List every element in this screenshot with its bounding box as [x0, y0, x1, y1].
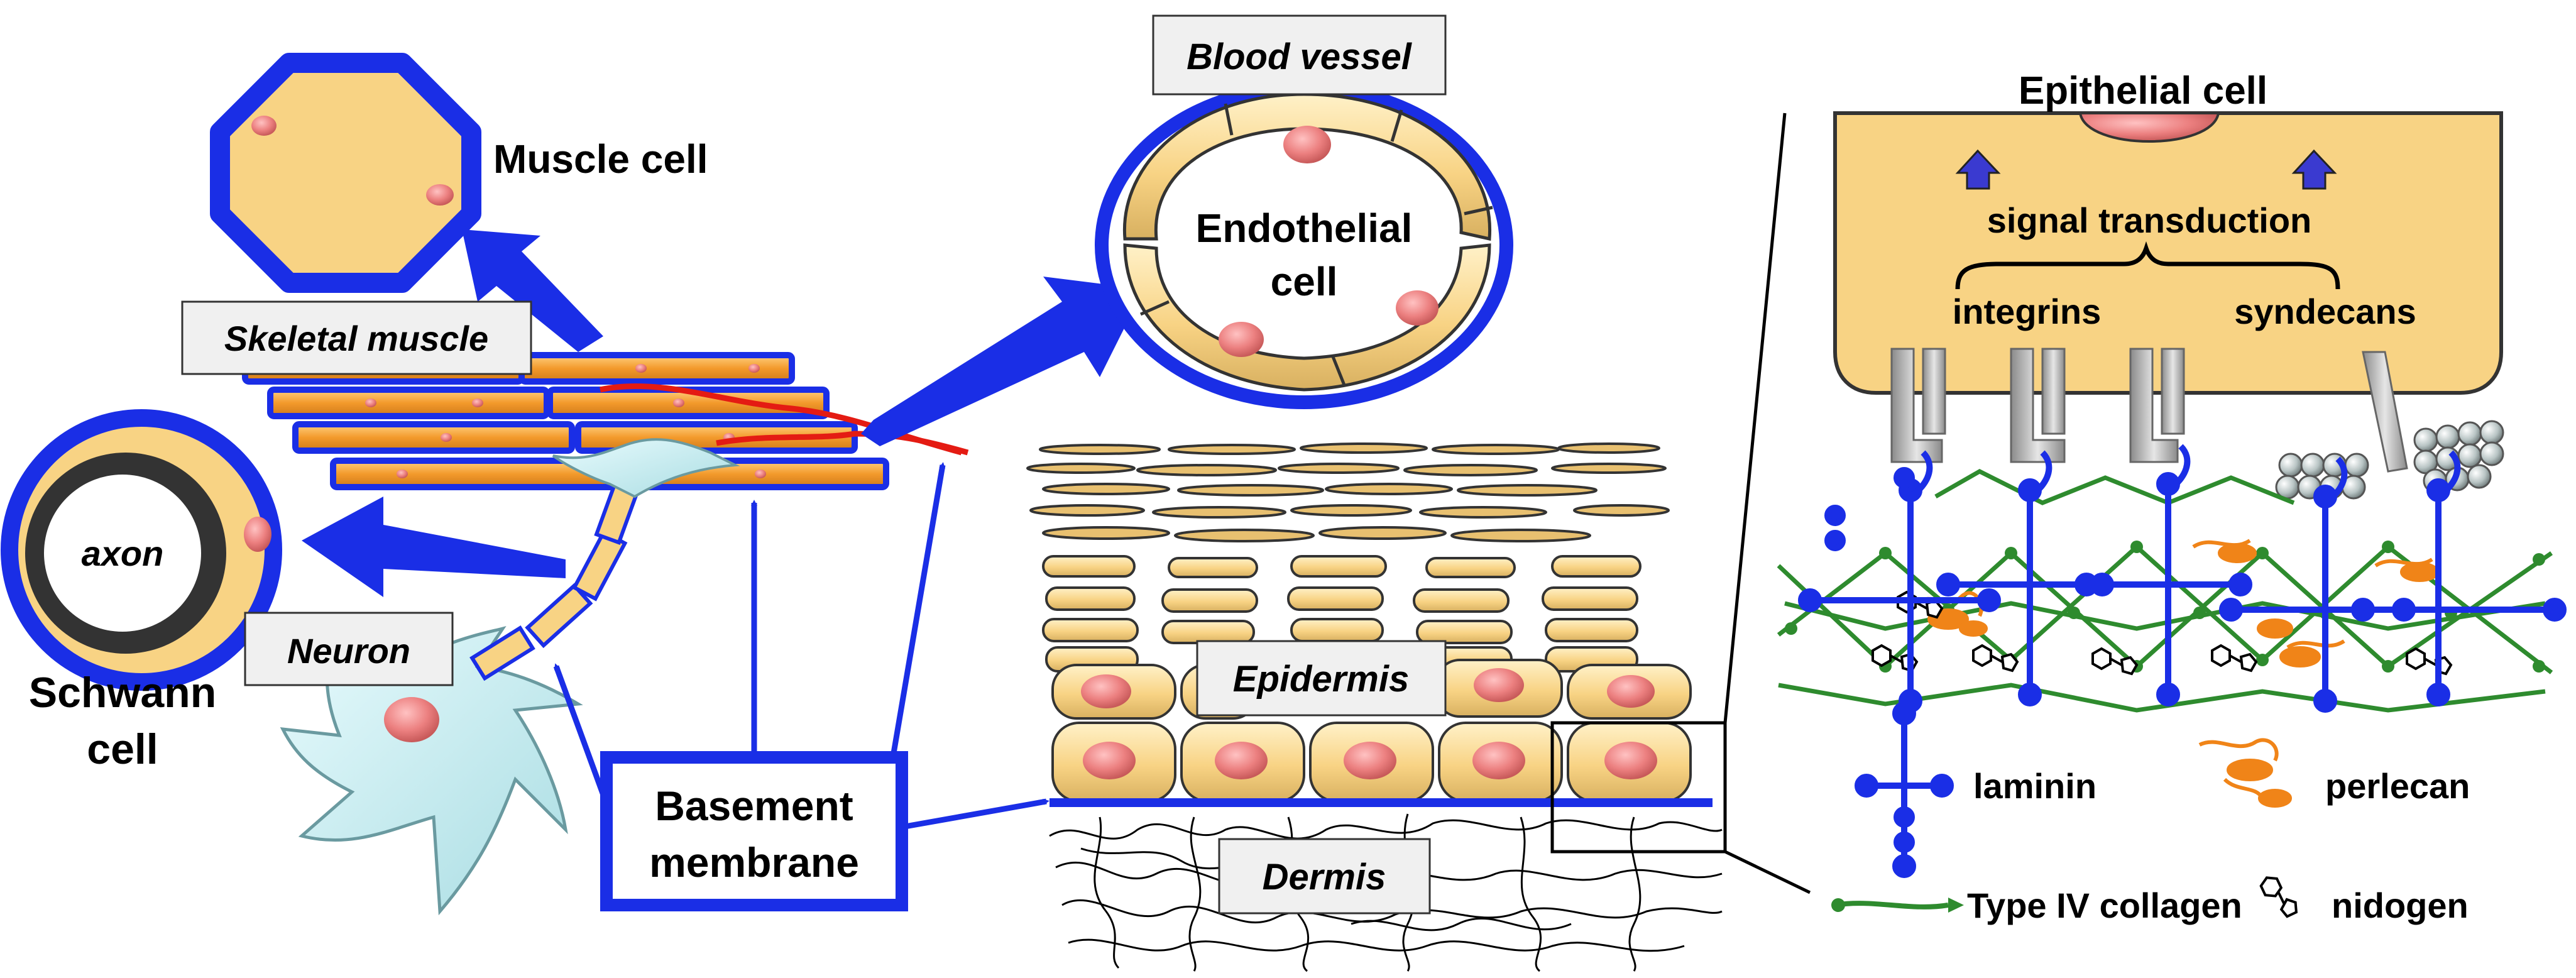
- axon-label: axon: [82, 534, 164, 573]
- legend-laminin-icon: [1855, 701, 1954, 878]
- skin-basement-membrane: [1050, 798, 1713, 807]
- legend-perlecan-icon: [2198, 738, 2292, 808]
- muscle-cell-label: Muscle cell: [493, 136, 708, 182]
- skeletal-muscle-label-box: Skeletal muscle: [181, 300, 532, 375]
- endothelial-label-line1: Endothelial: [1196, 206, 1413, 251]
- zoom-indicator: [1550, 113, 1811, 894]
- endothelial-label-line2: cell: [1271, 259, 1338, 304]
- arrow-to-schwann-cell: [302, 497, 566, 597]
- signal-transduction-label: signal transduction: [1987, 201, 2312, 240]
- legend-collagen-icon: [1831, 898, 1964, 913]
- laminin-molecules: [1798, 444, 2567, 713]
- schwann-cell-disc: [1, 409, 282, 691]
- epidermis-layers: [1026, 442, 1713, 807]
- epithelial-cell: [1833, 111, 2503, 395]
- legend-laminin-label: laminin: [1973, 766, 2096, 806]
- arrow-to-blood-vessel: [861, 277, 1144, 446]
- integrin-receptors: [1890, 348, 2408, 473]
- integrins-label: integrins: [1953, 292, 2101, 331]
- basement-label-line2: membrane: [649, 839, 859, 886]
- skeletal-muscle-fibers: [242, 352, 969, 490]
- dermis-label-box: Dermis: [1218, 838, 1431, 915]
- blood-vessel-label-box: Blood vessel: [1152, 14, 1447, 96]
- schwann-label-line2: cell: [87, 725, 158, 773]
- legend-nidogen-icon: [2254, 872, 2307, 921]
- syndecan-chains: [2275, 420, 2504, 500]
- epidermis-label-box: Epidermis: [1196, 640, 1447, 717]
- skeletal-muscle-label: Skeletal muscle: [224, 319, 488, 358]
- neuron: [280, 438, 740, 916]
- muscle-cell-octagon: [210, 53, 481, 293]
- basement-membrane-label-box: [600, 751, 908, 911]
- blood-vessel-ring: [1095, 81, 1513, 409]
- neuron-label-box: Neuron: [244, 612, 454, 686]
- basement-membrane-pointer-arrows: [553, 462, 1050, 830]
- schwann-label-line1: Schwann: [29, 669, 217, 717]
- epidermis-label: Epidermis: [1233, 659, 1409, 700]
- neuron-label: Neuron: [287, 631, 410, 671]
- basement-label-line1: Basement: [655, 783, 853, 829]
- blood-vessel-label: Blood vessel: [1187, 36, 1413, 77]
- epithelial-cell-label: Epithelial cell: [2019, 69, 2267, 113]
- legend-collagen-label: Type IV collagen: [1967, 886, 2242, 925]
- legend-nidogen-label: nidogen: [2332, 886, 2469, 925]
- dermis-label: Dermis: [1263, 857, 1386, 898]
- arrow-to-muscle-cell: [462, 229, 603, 352]
- syndecans-label: syndecans: [2234, 292, 2416, 331]
- legend-perlecan-label: perlecan: [2325, 766, 2470, 806]
